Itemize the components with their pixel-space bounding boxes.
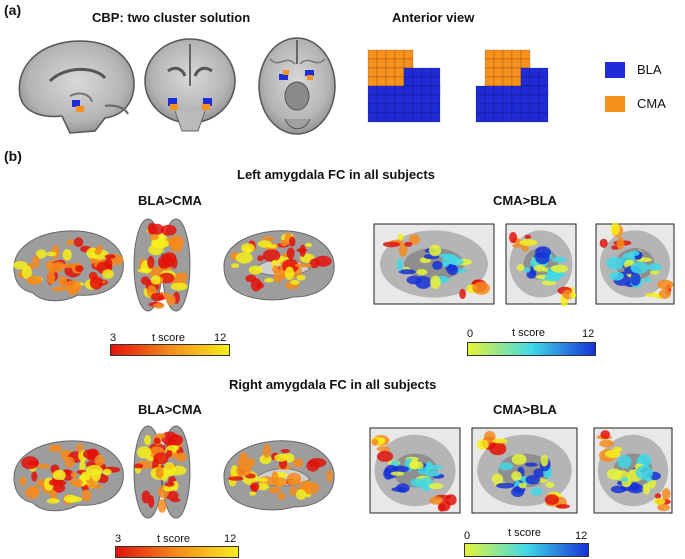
panel-a-label: (a) <box>4 2 22 18</box>
right-sagittal-fc-slice <box>369 427 461 514</box>
right-cool-colorbar <box>464 543 589 557</box>
panel-b-label: (b) <box>4 148 22 164</box>
left-axial-fc-slice <box>595 222 675 305</box>
voxel-render-left <box>367 49 441 123</box>
left-contrast-cma-bla: CMA>BLA <box>493 193 557 208</box>
sagittal-mri-slice <box>18 40 135 134</box>
left-cool-bar-max: 12 <box>582 328 595 340</box>
panel-a-title-left: CBP: two cluster solution <box>92 10 251 25</box>
right-cool-bar-min: 0 <box>464 530 471 542</box>
left-dorsal-brain-surface <box>133 218 191 312</box>
left-lateral-brain-surface <box>13 230 124 302</box>
left-warm-colorbar <box>110 344 230 356</box>
right-medial-brain-surface <box>223 440 335 511</box>
right-axial-fc-slice <box>593 427 673 514</box>
left-warm-bar-max: 12 <box>214 332 227 344</box>
right-coronal-fc-slice <box>471 427 578 514</box>
right-lateral-brain-surface <box>13 440 124 512</box>
legend-swatch-bla <box>605 62 625 78</box>
right-cool-bar-max: 12 <box>575 530 588 542</box>
right-contrast-cma-bla: CMA>BLA <box>493 402 557 417</box>
right-warm-bar-min: 3 <box>115 533 122 545</box>
right-dorsal-brain-surface <box>133 425 191 519</box>
left-sagittal-fc-slice <box>373 223 495 305</box>
voxel-render-right <box>475 49 549 123</box>
coronal-mri-slice <box>144 38 236 132</box>
left-warm-bar-title: t score <box>152 332 186 344</box>
right-warm-bar-max: 12 <box>224 533 237 545</box>
right-warm-bar-title: t score <box>157 533 191 545</box>
left-section-title: Left amygdala FC in all subjects <box>237 167 435 182</box>
left-cool-bar-min: 0 <box>467 328 474 340</box>
left-warm-bar-min: 3 <box>110 332 117 344</box>
right-section-title: Right amygdala FC in all subjects <box>229 377 437 392</box>
left-contrast-bla-cma: BLA>CMA <box>138 193 202 208</box>
legend-swatch-cma <box>605 96 625 112</box>
right-contrast-bla-cma: BLA>CMA <box>138 402 202 417</box>
legend-label-bla: BLA <box>637 62 662 77</box>
legend-label-cma: CMA <box>637 96 666 111</box>
left-cool-colorbar <box>467 342 596 356</box>
axial-mri-slice <box>258 37 336 135</box>
panel-a-title-right: Anterior view <box>392 10 475 25</box>
left-medial-brain-surface <box>223 230 335 301</box>
left-cool-bar-title: t score <box>512 327 546 339</box>
right-cool-bar-title: t score <box>508 527 542 539</box>
left-coronal-fc-slice <box>505 223 577 307</box>
right-warm-colorbar <box>115 546 239 558</box>
